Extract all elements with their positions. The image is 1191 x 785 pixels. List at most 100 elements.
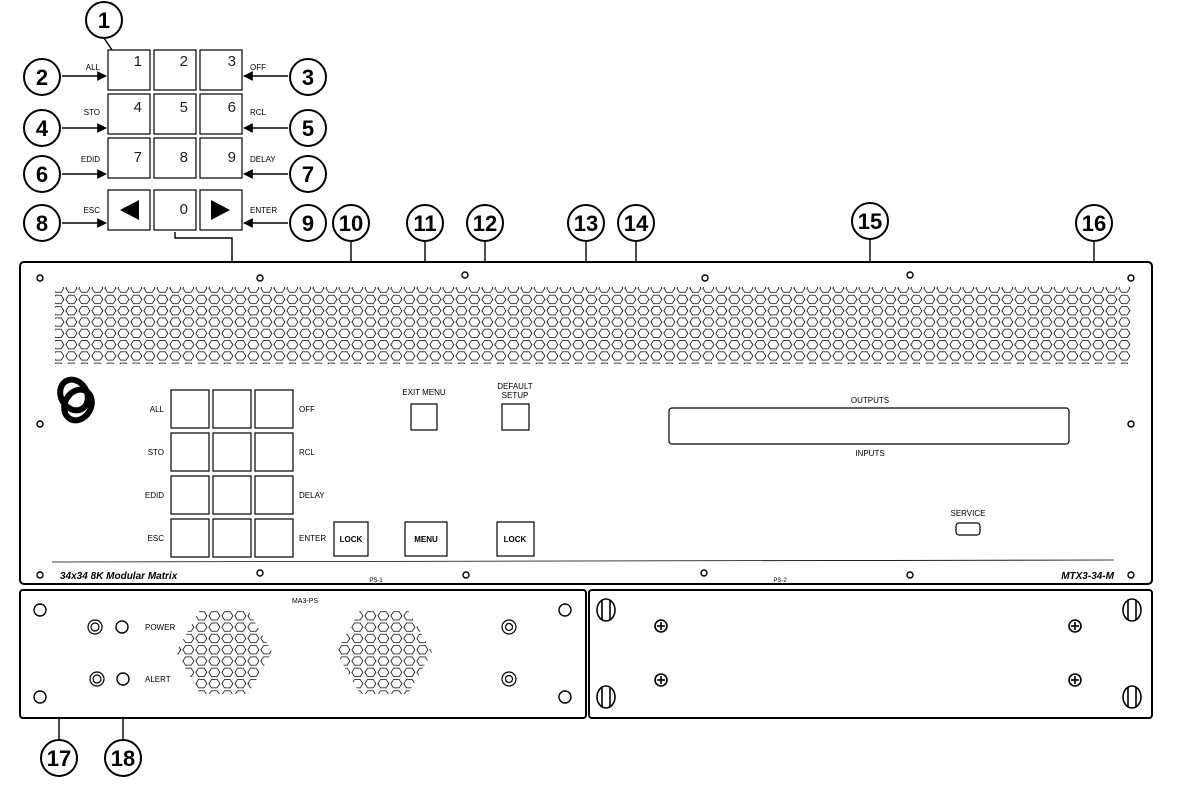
front-label-delay: DELAY <box>299 491 325 500</box>
front-keypad: ALL STO EDID ESC OFF RCL DELAY ENTER <box>145 389 326 558</box>
svg-text:4: 4 <box>36 116 49 141</box>
ventilation-grille <box>55 287 1131 364</box>
callout-2: 2 <box>23 58 61 96</box>
front-key-9[interactable] <box>254 475 294 515</box>
keypad-label-enter: ENTER <box>250 206 277 215</box>
keypad-key-3[interactable] <box>199 49 243 91</box>
keypad-key-1-label: 1 <box>134 53 142 70</box>
keypad-key-9-label: 9 <box>228 149 236 166</box>
svg-text:5: 5 <box>302 116 314 141</box>
callout-11: 11 <box>406 204 444 242</box>
front-label-all: ALL <box>150 405 165 414</box>
keypad-key-2[interactable] <box>153 49 197 91</box>
menu-button[interactable] <box>404 521 448 557</box>
keypad-key-4[interactable] <box>107 93 151 135</box>
service-port[interactable] <box>955 522 981 536</box>
svg-text:12: 12 <box>473 211 497 236</box>
front-key-5[interactable] <box>212 432 252 472</box>
front-key-enter[interactable] <box>254 518 294 558</box>
callout-5: 5 <box>289 109 327 147</box>
ps2-label: PS-2 <box>773 578 787 584</box>
keypad-key-1[interactable] <box>107 49 151 91</box>
callout-1: 1 <box>85 1 123 39</box>
front-key-1[interactable] <box>170 389 210 429</box>
callout-6: 6 <box>23 155 61 193</box>
callout-1-leader <box>103 37 113 51</box>
svg-text:17: 17 <box>47 746 71 771</box>
callout-7: 7 <box>289 155 327 193</box>
lock-button-panel-label: LOCK <box>504 535 527 544</box>
model-name: MTX3-34-M <box>1061 571 1114 582</box>
callout-4: 4 <box>23 109 61 147</box>
svg-text:8: 8 <box>36 211 48 236</box>
callout-13: 13 <box>567 204 605 242</box>
keypad-key-6[interactable] <box>199 93 243 135</box>
power-label: POWER <box>145 623 175 632</box>
svg-text:16: 16 <box>1082 211 1106 236</box>
lock-button-keypad[interactable] <box>333 521 369 557</box>
exit-menu-label: EXIT MENU <box>402 388 446 397</box>
keypad-left-leaders <box>62 71 107 228</box>
svg-text:9: 9 <box>302 211 314 236</box>
front-label-enter: ENTER <box>299 534 326 543</box>
keypad-key-9[interactable] <box>199 137 243 179</box>
ps1-label: PS-1 <box>369 578 383 584</box>
front-key-7[interactable] <box>170 475 210 515</box>
keypad-right-leaders <box>243 71 288 228</box>
front-label-edid: EDID <box>145 491 164 500</box>
zoomed-keypad: 1 2 3 4 5 6 7 8 9 0 ALL STO EDID ESC OFF… <box>81 49 277 231</box>
service-label: SERVICE <box>951 509 986 518</box>
callout-17: 17 <box>40 739 78 777</box>
front-key-3[interactable] <box>254 389 294 429</box>
front-label-off: OFF <box>299 405 315 414</box>
keypad-key-6-label: 6 <box>228 99 236 116</box>
outputs-label: OUTPUTS <box>851 396 889 405</box>
front-key-8[interactable] <box>212 475 252 515</box>
keypad-label-rcl: RCL <box>250 108 267 117</box>
svg-text:7: 7 <box>302 162 314 187</box>
callout-15: 15 <box>851 202 889 240</box>
keypad-key-0-label: 0 <box>180 201 188 218</box>
keypad-key-7[interactable] <box>107 137 151 179</box>
callout-18: 18 <box>104 739 142 777</box>
front-label-sto: STO <box>148 448 164 457</box>
keypad-key-5[interactable] <box>153 93 197 135</box>
left-arrow-icon <box>120 200 139 220</box>
fan-vent-2 <box>336 610 432 694</box>
model-description: 34x34 8K Modular Matrix <box>60 571 178 582</box>
keypad-key-8[interactable] <box>153 137 197 179</box>
front-key-2[interactable] <box>212 389 252 429</box>
keypad-key-5-label: 5 <box>180 99 188 116</box>
keypad-label-delay: DELAY <box>250 155 276 164</box>
front-key-6[interactable] <box>254 432 294 472</box>
svg-text:10: 10 <box>339 211 363 236</box>
keypad-key-8-label: 8 <box>180 149 188 166</box>
power-connector-icon <box>87 619 103 635</box>
front-key-esc[interactable] <box>170 518 210 558</box>
default-setup-label-line1: DEFAULT <box>497 382 533 391</box>
inputs-label: INPUTS <box>855 449 884 458</box>
menu-button-label: MENU <box>414 535 438 544</box>
front-key-0[interactable] <box>212 518 252 558</box>
default-setup-button[interactable] <box>501 403 530 431</box>
svg-text:14: 14 <box>624 211 649 236</box>
front-key-4[interactable] <box>170 432 210 472</box>
callout-3: 3 <box>289 58 327 96</box>
power-supply-slot-2-blank <box>588 589 1153 719</box>
keypad-key-3-label: 3 <box>228 53 236 70</box>
svg-text:3: 3 <box>302 65 314 90</box>
svg-text:1: 1 <box>98 8 110 33</box>
keypad-label-all: ALL <box>86 63 101 72</box>
exit-menu-button[interactable] <box>410 403 438 431</box>
svg-text:18: 18 <box>111 746 135 771</box>
keypad-key-0[interactable] <box>153 189 197 231</box>
callout-8: 8 <box>23 204 61 242</box>
default-setup-label-line2: SETUP <box>502 391 529 400</box>
lock-button-panel[interactable] <box>496 521 535 557</box>
ps2-screws <box>654 619 1082 687</box>
callout-16: 16 <box>1075 204 1113 242</box>
fan-vent-1 <box>176 610 272 694</box>
power-led <box>115 620 129 634</box>
ps2-thumbscrews <box>596 598 1142 709</box>
